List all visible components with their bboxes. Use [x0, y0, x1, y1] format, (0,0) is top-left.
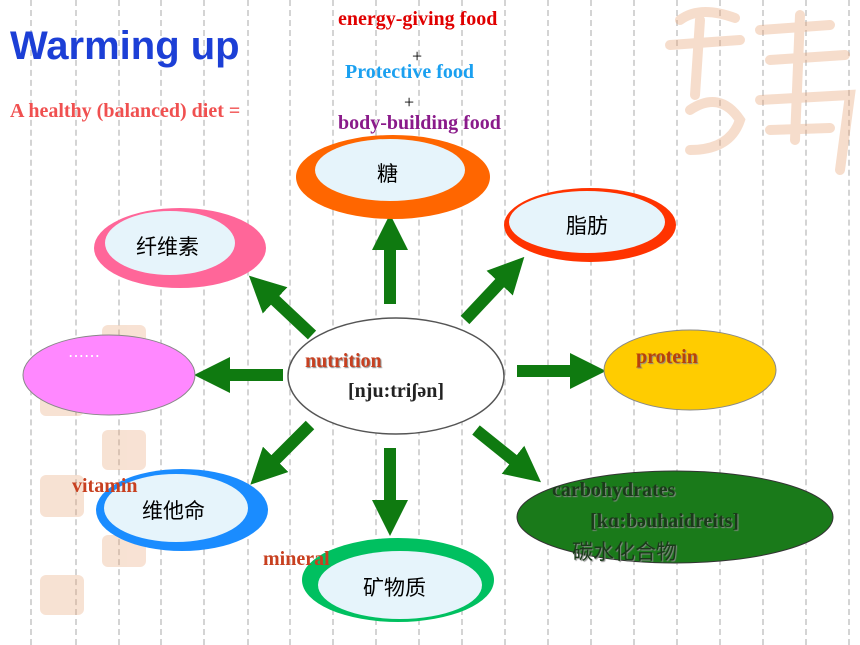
node-carbs-phonetic: [kɑ:bəuhaidreits] — [590, 510, 739, 532]
arrow-up-right — [460, 256, 525, 325]
plus-sign-1: + — [412, 46, 423, 66]
node-fiber — [94, 208, 266, 288]
node-more-label: …… — [68, 342, 100, 361]
node-center — [287, 317, 505, 435]
node-protein-label: protein — [636, 346, 698, 368]
node-sugar — [296, 135, 490, 219]
center-title: nutrition — [305, 350, 382, 372]
node-carbs-label: carbohydrates — [552, 479, 676, 501]
node-mineral-en-label: mineral — [263, 548, 330, 570]
diet-label: A healthy (balanced) diet = — [10, 100, 241, 122]
node-protein — [603, 329, 777, 411]
food-group-energy: energy-giving food — [338, 8, 498, 30]
node-mineral — [302, 538, 494, 622]
node-carbs — [516, 470, 834, 564]
arrow-down-left — [250, 420, 315, 485]
node-vitamin — [96, 469, 268, 551]
node-vitamin-en-label: vitamin — [72, 475, 138, 497]
arrow-up-left — [248, 275, 317, 340]
arrows — [194, 214, 606, 536]
seal-watermark — [665, 7, 856, 175]
node-vitamin-cn-label: 维他命 — [142, 499, 205, 523]
node-fat — [504, 188, 676, 262]
node-fiber-label: 纤维素 — [136, 235, 199, 259]
node-fat-label: 脂肪 — [566, 214, 608, 238]
arrow-down-right — [472, 425, 542, 483]
node-mineral-cn-label: 矿物质 — [363, 576, 426, 600]
food-group-protective: Protective food — [345, 61, 475, 83]
food-group-body-building: body-building food — [338, 112, 501, 134]
node-carbs-cn-label: 碳水化合物 — [572, 540, 677, 564]
plus-sign-2: + — [404, 92, 415, 112]
center-phonetic: [nju:triʃən] — [348, 380, 445, 402]
node-sugar-label: 糖 — [377, 162, 398, 186]
node-more — [22, 334, 196, 416]
slide-title: Warming up — [10, 24, 240, 68]
